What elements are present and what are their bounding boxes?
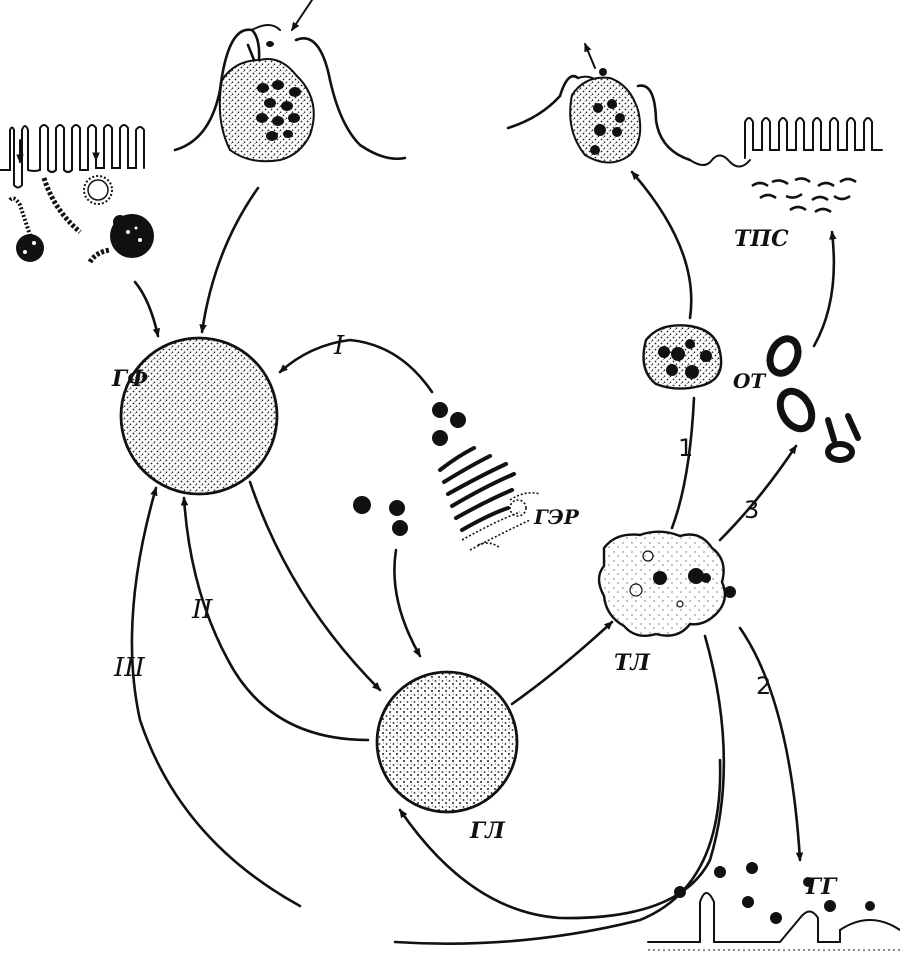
pathway-roman-3: III: [113, 653, 146, 683]
label-gg: ГГ: [805, 874, 838, 900]
granules-gg: [647, 862, 900, 951]
label-gf: ГФ: [111, 366, 148, 392]
pathway-roman-2: II: [191, 595, 213, 625]
pathway-number-2: 2: [756, 672, 771, 700]
pinocytosis-microvilli: [0, 124, 154, 264]
label-tl: ТЛ: [614, 650, 651, 676]
myelin-figures: [766, 335, 861, 463]
golgi-er-complex: [353, 402, 541, 551]
label-ger: ГЭР: [533, 505, 580, 529]
label-ot: ОТ: [733, 369, 767, 393]
phagocytosis-cell-top: [173, 0, 407, 163]
label-gl: ГЛ: [469, 818, 506, 844]
pathway-arrows: [130, 170, 837, 945]
residual-bodies-tps: [744, 117, 883, 214]
telolysosome: [597, 530, 736, 637]
residual-body-ot: [642, 324, 723, 390]
phagosome-circle: [119, 336, 279, 496]
heterolysosome-circle: [375, 670, 519, 814]
pathway-number-1: 1: [678, 434, 693, 462]
exocytosis-cell-top: [506, 42, 751, 168]
pathway-roman-1: I: [333, 331, 345, 361]
pathway-number-3: 3: [744, 496, 759, 524]
label-tps: ТПС: [734, 226, 789, 252]
